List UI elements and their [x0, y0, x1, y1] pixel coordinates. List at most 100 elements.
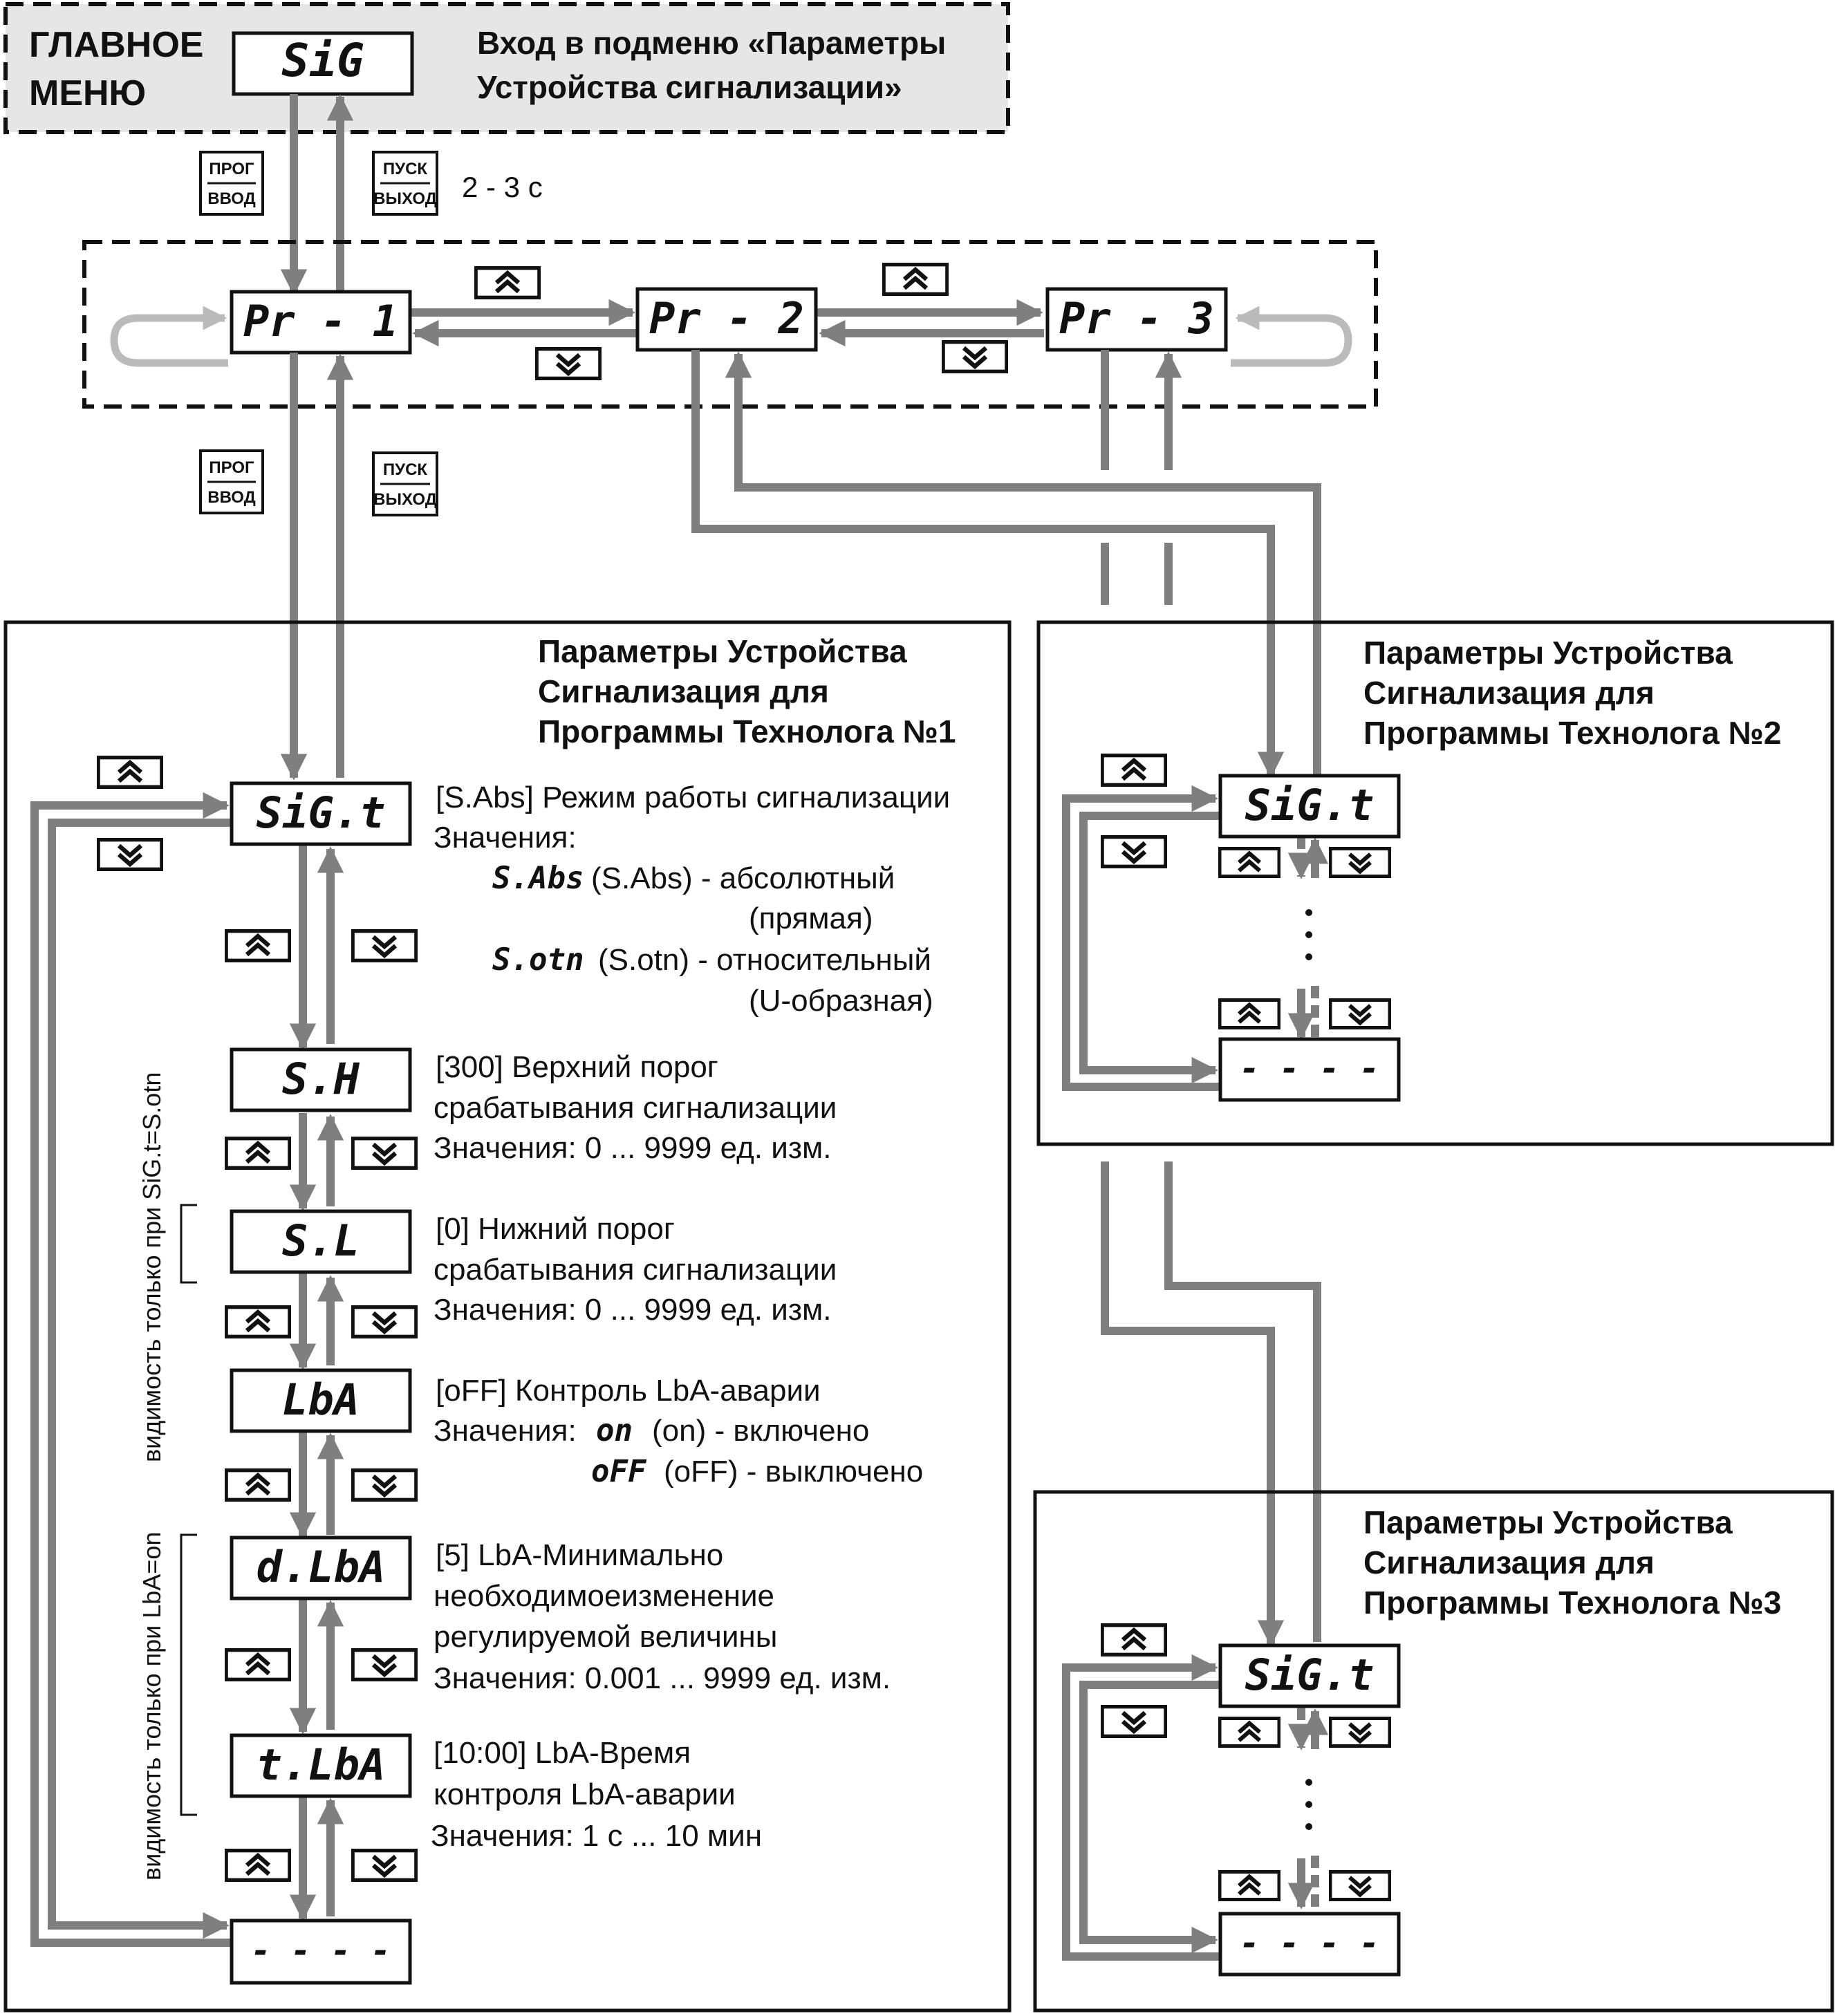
section-2-title-2: Сигнализация для [1363, 675, 1655, 711]
section-3-ellipsis [1305, 1779, 1312, 1830]
s2-step-up-key-1[interactable] [1220, 849, 1279, 877]
param-tlba-code: t.LbA [257, 1739, 386, 1790]
start-key2-top: ПУСК [383, 460, 428, 479]
section-3-arrows [1062, 1654, 1329, 1961]
section-2-end-display[interactable]: - - - - [1218, 1037, 1401, 1102]
s1-sigt-down-key[interactable] [353, 931, 416, 961]
s1-dlba-up-key[interactable] [226, 1650, 290, 1680]
section-2-arrows [1062, 785, 1329, 1091]
section-1-title-2: Сигнализация для [538, 673, 829, 709]
s3-wrap-up-key[interactable] [1102, 1625, 1166, 1655]
bracket-sig-visibility [180, 1204, 197, 1284]
opt-sotn-text: (S.otn) - относительный [598, 943, 931, 977]
param-sh-line-2: срабатывания сигнализации [434, 1091, 837, 1125]
main-menu-display-text: SiG [281, 34, 364, 87]
prog-enter-key-2[interactable]: ПРОГ ВВОД [199, 449, 264, 514]
s1-sh-up-key[interactable] [226, 1139, 290, 1168]
opt-sabs-text: (S.Abs) - абсолютный [591, 861, 895, 895]
main-menu-label-1: ГЛАВНОЕ [29, 25, 203, 65]
s2-step-down-key-2[interactable] [1330, 1000, 1390, 1028]
param-end-code: - - - - [251, 1932, 391, 1970]
s1-sl-up-key[interactable] [226, 1307, 290, 1337]
s3-wrap-down-key[interactable] [1102, 1707, 1166, 1737]
s2-step-up-key-2[interactable] [1220, 1000, 1279, 1028]
main-menu-panel: ГЛАВНОЕ МЕНЮ SiG Вход в подменю «Парамет… [3, 2, 1010, 134]
s3-step-down-key-2[interactable] [1330, 1872, 1390, 1900]
s1-wrap-up-key[interactable] [98, 758, 162, 787]
start-exit-key[interactable]: ПУСК ВЫХОД [372, 151, 438, 216]
wrap-loop-right [1231, 306, 1352, 367]
program-3-text: Pr - 3 [1059, 293, 1214, 344]
program-display-3[interactable]: Pr - 3 [1045, 287, 1228, 352]
param-sl-line-1: [0] Нижний порог [436, 1212, 675, 1246]
pr2-pr3-down-key[interactable] [943, 342, 1007, 372]
param-sh-line-1: [300] Верхний порог [436, 1050, 718, 1084]
prog-key-top: ПРОГ [209, 160, 254, 178]
s2-wrap-up-key[interactable] [1102, 756, 1166, 785]
section-2-panel [1036, 620, 1834, 1146]
s1-tlba-up-key[interactable] [226, 1851, 290, 1880]
param-sl-display[interactable]: S.L [230, 1209, 412, 1274]
param-end-display[interactable]: - - - - [230, 1919, 412, 1985]
s1-wrap-down-key[interactable] [98, 840, 162, 870]
opt-off-text: (oFF) - выключено [664, 1455, 923, 1488]
param-sigt-values: Значения: [434, 821, 577, 855]
s1-dlba-down-key[interactable] [353, 1650, 416, 1680]
opt-off-code: oFF [591, 1454, 647, 1489]
section-3-end-code: - - - - [1240, 1924, 1379, 1963]
pr2-pr3-up-key[interactable] [884, 265, 947, 295]
s1-sh-down-key[interactable] [353, 1139, 416, 1168]
section-2-sigt-display[interactable]: SiG.t [1218, 774, 1401, 839]
opt-sotn-sub: (U-образная) [749, 984, 933, 1018]
main-menu-desc-2: Устройства сигнализации» [477, 69, 902, 105]
section-3-sigt-code: SiG.t [1245, 1650, 1375, 1700]
prog-key-bottom: ВВОД [207, 189, 256, 208]
wrap-loop-left [110, 306, 228, 367]
param-tlba-line-3: Значения: 1 с ... 10 мин [431, 1819, 762, 1853]
pr1-pr2-up-key[interactable] [476, 268, 539, 298]
pr1-pr2-down-key[interactable] [537, 349, 600, 379]
program-display-1[interactable]: Pr - 1 [230, 290, 412, 355]
opt-on-code: on [596, 1413, 633, 1448]
section-3-title-3: Программы Технолога №3 [1363, 1585, 1781, 1621]
s3-step-down-key-1[interactable] [1330, 1719, 1390, 1746]
arrows-menu-to-program [280, 94, 354, 296]
visibility-note-lba: видимость только при LbA=on [138, 1532, 166, 1880]
param-sh-code: S.H [282, 1054, 360, 1104]
param-lba-display[interactable]: LbA [230, 1368, 412, 1433]
prog-enter-key[interactable]: ПРОГ ВВОД [199, 151, 264, 216]
s1-lba-up-key[interactable] [226, 1471, 290, 1500]
param-tlba-display[interactable]: t.LbA [230, 1733, 412, 1798]
param-sigt-display[interactable]: SiG.t [230, 781, 412, 846]
param-sh-display[interactable]: S.H [230, 1047, 412, 1112]
s1-sigt-up-key[interactable] [226, 931, 290, 961]
section-1-title-3: Программы Технолога №1 [538, 713, 956, 749]
program-1-text: Pr - 1 [243, 296, 398, 346]
s2-wrap-down-key[interactable] [1102, 837, 1166, 867]
prog-key2-top: ПРОГ [209, 458, 254, 477]
s3-step-up-key-1[interactable] [1220, 1719, 1279, 1746]
start-key-bottom: ВЫХОД [373, 189, 437, 208]
opt-sotn-code: S.otn [492, 942, 584, 978]
param-lba-code: LbA [282, 1374, 360, 1425]
s3-step-up-key-2[interactable] [1220, 1872, 1279, 1900]
section-2-title-1: Параметры Устройства [1363, 635, 1733, 671]
section-3-end-display[interactable]: - - - - [1218, 1912, 1401, 1977]
section-3-sigt-display[interactable]: SiG.t [1218, 1643, 1401, 1708]
program-display-2[interactable]: Pr - 2 [635, 287, 818, 352]
s1-tlba-down-key[interactable] [353, 1851, 416, 1880]
section-1-panel [3, 620, 1012, 2013]
section-2-sigt-code: SiG.t [1245, 780, 1375, 830]
s1-lba-down-key[interactable] [353, 1471, 416, 1500]
section-2-title-3: Программы Технолога №2 [1363, 715, 1781, 751]
param-lba-values: Значения: [434, 1414, 577, 1448]
main-menu-desc-1: Вход в подменю «Параметры [477, 25, 946, 61]
s2-step-down-key-1[interactable] [1330, 849, 1390, 877]
start-exit-key-2[interactable]: ПУСК ВЫХОД [372, 451, 438, 516]
s1-sl-down-key[interactable] [353, 1307, 416, 1337]
main-menu-display[interactable] [232, 31, 414, 96]
param-dlba-display[interactable]: d.LbA [230, 1536, 412, 1600]
section-1-title-1: Параметры Устройства [538, 633, 907, 669]
param-lba-title: [oFF] Контроль LbA-аварии [436, 1374, 821, 1408]
section-3-panel [1033, 1490, 1834, 2013]
